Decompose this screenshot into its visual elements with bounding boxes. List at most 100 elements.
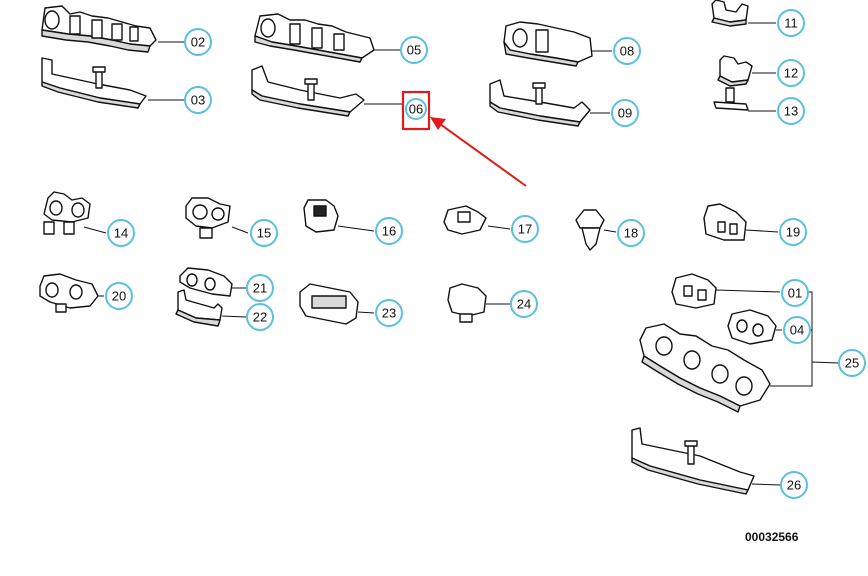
part-26-drawing: [631, 427, 755, 495]
callout-circle: [781, 279, 809, 307]
callout-03: 03: [184, 86, 212, 114]
part-15-drawing: [185, 197, 231, 239]
callout-label: 11: [784, 16, 798, 31]
callout-label: 13: [784, 104, 798, 119]
callout-11: 11: [777, 9, 805, 37]
callout-label: 19: [786, 225, 800, 240]
part-13-drawing: [713, 87, 749, 111]
callout-circle: [777, 9, 805, 37]
callout-13: 13: [777, 97, 805, 125]
part-17-drawing: [443, 205, 487, 235]
callout-06-highlight-box: [401, 90, 431, 131]
part-19-drawing: [703, 203, 747, 241]
callout-label: 02: [191, 35, 205, 50]
callout-19: 19: [779, 218, 807, 246]
callout-label: 09: [618, 106, 632, 121]
callout-circle: [375, 217, 403, 245]
callout-circle: [780, 471, 808, 499]
callout-label: 14: [114, 226, 128, 241]
part-23-drawing: [299, 283, 359, 325]
callout-circle: [617, 219, 645, 247]
part-25-holder-drawing: [639, 323, 771, 413]
part-20-drawing: [39, 273, 99, 313]
part-24-drawing: [447, 283, 487, 323]
callout-circle: [777, 59, 805, 87]
callout-label: 04: [790, 323, 804, 338]
callout-20: 20: [105, 282, 133, 310]
part-06-drawing: [251, 65, 365, 117]
part-14-drawing: [43, 191, 91, 235]
callout-circle: [777, 97, 805, 125]
callout-18: 18: [617, 219, 645, 247]
part-04-drawing: [727, 309, 777, 345]
callout-bubbles: 01 02 03 04 05 06 08 09 11 12 13 14 15 16 17 18 19 20 21 22…: [105, 9, 866, 499]
callout-14: 14: [107, 219, 135, 247]
callout-circle: [246, 274, 274, 302]
callout-15: 15: [250, 219, 278, 247]
callout-05: 05: [400, 36, 428, 64]
callout-25: 25: [838, 349, 866, 377]
callout-04: 04: [783, 316, 811, 344]
callout-label: 18: [624, 226, 638, 241]
highlight-arrowhead: [430, 117, 446, 130]
callout-23: 23: [375, 299, 403, 327]
leader-lines: [83, 22, 839, 486]
callout-label: 23: [382, 306, 396, 321]
callout-22: 22: [246, 303, 274, 331]
part-01-drawing: [671, 273, 717, 309]
callout-label: 15: [257, 226, 271, 241]
callout-label: 06: [409, 102, 423, 117]
part-08-drawing: [503, 21, 593, 67]
callout-label: 20: [112, 289, 126, 304]
part-18-drawing: [575, 209, 605, 251]
callout-label: 17: [518, 222, 532, 237]
part-16-drawing: [303, 199, 339, 233]
callout-circle: [613, 37, 641, 65]
callout-01: 01: [781, 279, 809, 307]
callout-circle: [250, 219, 278, 247]
callout-label: 21: [253, 281, 267, 296]
part-02-drawing: [41, 5, 157, 53]
part-09-drawing: [489, 79, 591, 127]
callout-02: 02: [184, 28, 212, 56]
part-22-drawing: [175, 289, 223, 327]
callout-circle: [511, 215, 539, 243]
callout-label: 08: [620, 44, 634, 59]
callout-circle: [611, 99, 639, 127]
callout-label: 25: [845, 356, 859, 371]
callout-circle: [779, 218, 807, 246]
callout-circle: [405, 98, 427, 120]
part-05-drawing: [254, 13, 375, 63]
callout-circle: [105, 282, 133, 310]
diagram-reference-number: 00032566: [745, 530, 799, 544]
callout-label: 01: [788, 286, 802, 301]
callout-08: 08: [613, 37, 641, 65]
callout-circle: [838, 349, 866, 377]
callout-circle: [246, 303, 274, 331]
callout-06: 06: [405, 98, 427, 120]
callout-label: 24: [517, 297, 531, 312]
callout-label: 03: [191, 93, 205, 108]
part-11-drawing: [711, 0, 749, 27]
callout-circle: [375, 299, 403, 327]
callout-circle: [107, 219, 135, 247]
callout-label: 12: [784, 66, 798, 81]
part-21-drawing: [179, 267, 233, 297]
callout-label: 22: [253, 310, 267, 325]
callout-circle: [400, 36, 428, 64]
callout-17: 17: [511, 215, 539, 243]
callout-09: 09: [611, 99, 639, 127]
callout-label: 05: [407, 43, 421, 58]
callout-circle: [184, 86, 212, 114]
callout-12: 12: [777, 59, 805, 87]
callout-26: 26: [780, 471, 808, 499]
part-12-drawing: [717, 55, 753, 87]
callout-circle: [783, 316, 811, 344]
callout-21: 21: [246, 274, 274, 302]
callout-label: 16: [382, 224, 396, 239]
callout-circle: [510, 290, 538, 318]
highlight-arrow-line: [439, 123, 527, 187]
callout-label: 26: [787, 478, 801, 493]
callout-16: 16: [375, 217, 403, 245]
